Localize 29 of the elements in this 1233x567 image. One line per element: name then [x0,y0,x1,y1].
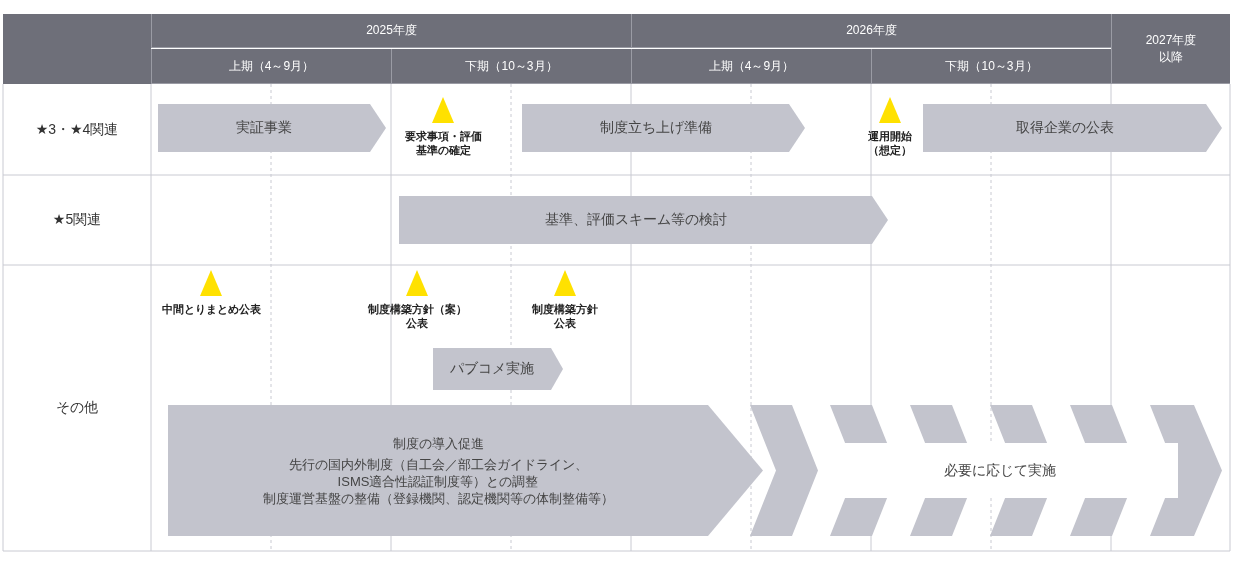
bar-label: 取得企業の公表 [1015,119,1114,137]
row-label: ★3・★4関連 [34,119,120,139]
milestone-label: 要求事項・評価基準の確定 [403,129,483,157]
period-header: 下期（10～3月） [871,49,1111,84]
bar-label: パブコメ実施 [450,360,534,378]
bar-label: 基準、評価スキーム等の検討 [544,211,727,229]
bar-label: 制度の導入促進 [392,434,484,452]
bar-description: 先行の国内外制度（自工会／部工会ガイドライン、ISMS適合性認証制度等）との調整 [287,455,589,490]
row-label: ★5関連 [51,210,103,229]
period-header: 上期（4～9月） [151,49,391,84]
milestone-label: 中間とりまとめ公表 [160,302,262,316]
bar-label: 制度立ち上げ準備 [599,119,712,137]
milestone-label: 制度構築方針公表 [531,302,599,330]
year-header: 2027年度以降 [1111,14,1230,84]
arrow-bar [168,405,763,536]
period-header: 下期（10～3月） [391,49,631,84]
arrow-bar [433,348,563,390]
row-label: その他 [55,398,99,417]
arrow-bar [923,104,1222,152]
arrow-bar [522,104,805,152]
year-header: 2025年度 [151,14,631,48]
milestone-label: 運用開始（想定） [867,129,913,157]
year-header: 2026年度 [631,14,1111,48]
period-header: 上期（4～9月） [631,49,871,84]
milestone-label: 制度構築方針（案）公表 [366,302,468,330]
bar-description: 制度運営基盤の整備（登録機関、認定機関等の体制整備等） [262,489,614,507]
arrow-bar [158,104,386,152]
bar-label: 実証事業 [236,119,292,137]
arrow-bar [399,196,888,244]
